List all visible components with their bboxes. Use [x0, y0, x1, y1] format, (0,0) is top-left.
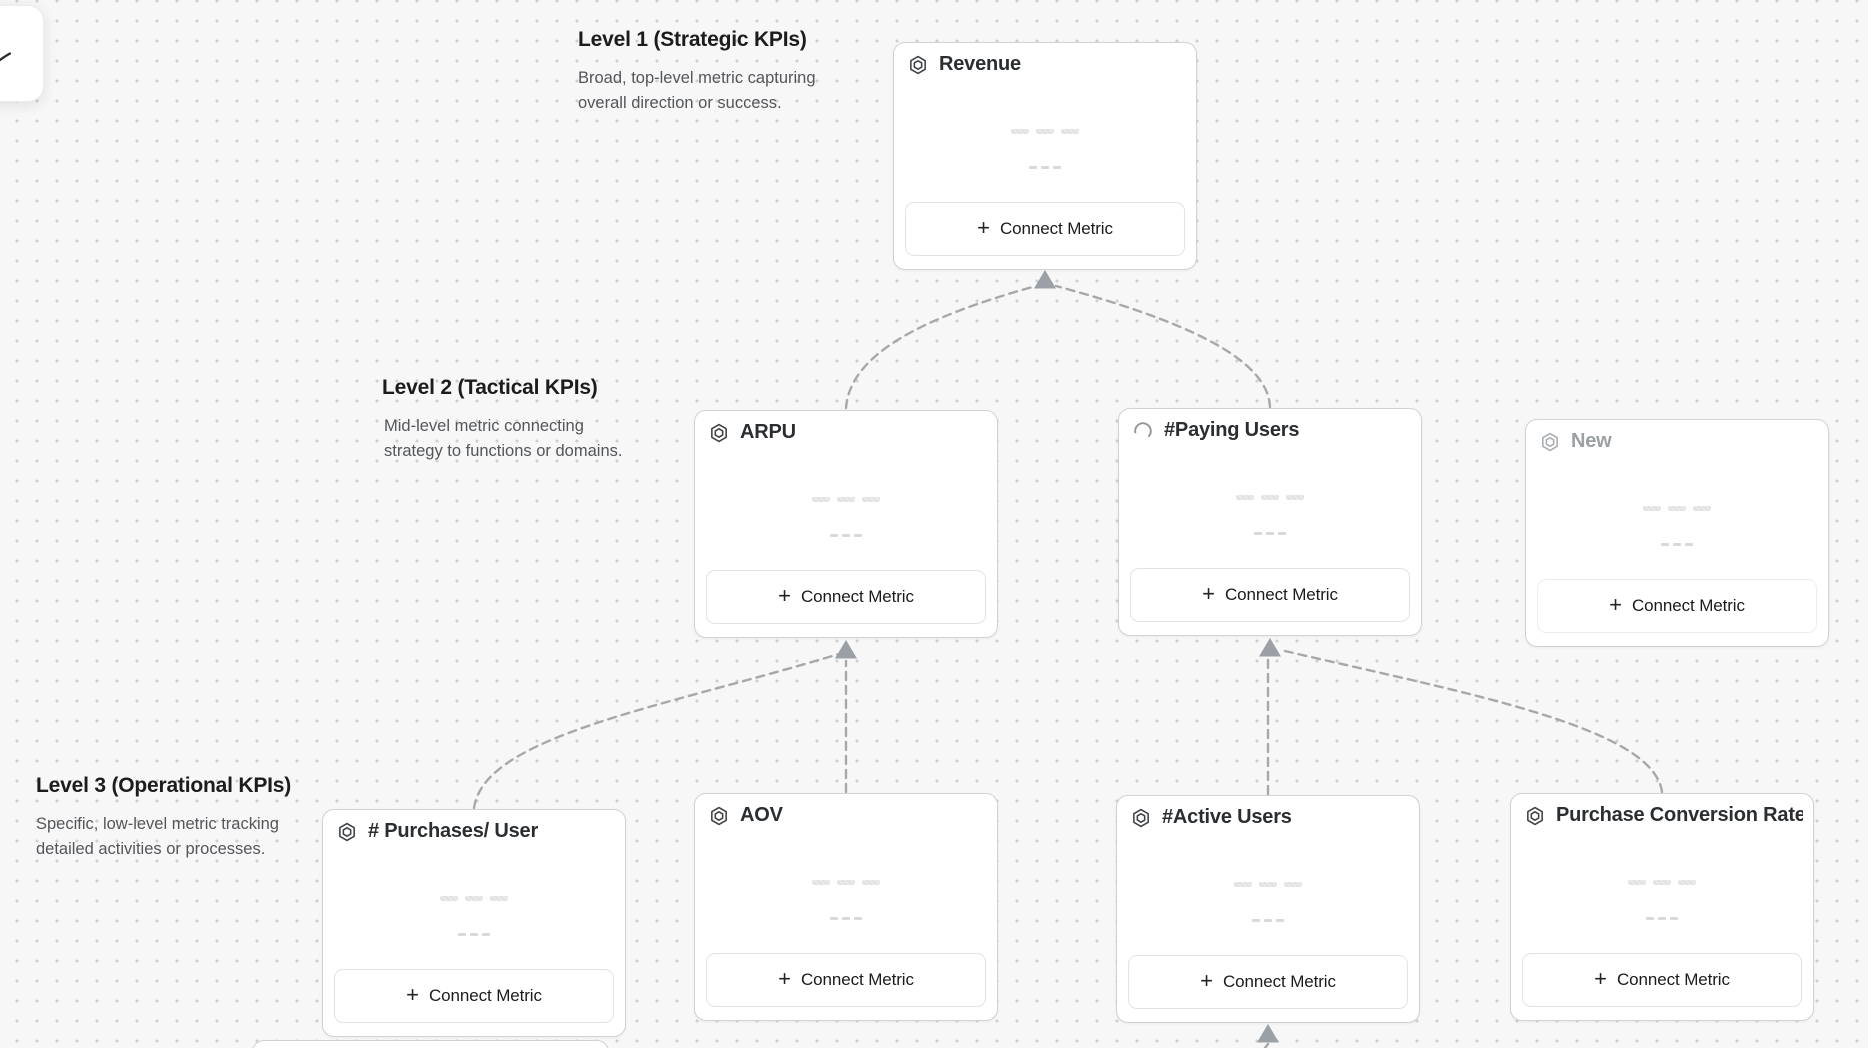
metric-card-purchases-per-user[interactable]: # Purchases/ User + Connect Metric	[322, 809, 626, 1037]
metric-hexagon-icon	[1542, 432, 1558, 451]
plus-icon: +	[778, 966, 791, 991]
connect-metric-label: Connect Metric	[800, 587, 914, 606]
connect-metric-label: Connect Metric	[1224, 585, 1338, 604]
metric-placeholder-dashes	[1526, 543, 1828, 546]
metric-placeholder-bars	[1117, 882, 1419, 887]
spinner-icon	[1134, 421, 1152, 437]
connect-metric-label: Connect Metric	[1222, 972, 1336, 991]
metric-card-partial-bottom[interactable]	[252, 1040, 609, 1048]
section-desc-level-2: Mid-level metric connecting strategy to …	[384, 417, 623, 460]
metric-card-title: #Active Users	[1162, 806, 1292, 828]
section-desc-level-3: Specific, low-level metric tracking deta…	[36, 815, 279, 858]
metric-placeholder-dashes	[1511, 917, 1813, 920]
plus-icon: +	[778, 583, 791, 608]
metric-placeholder-bars	[695, 880, 997, 885]
connect-metric-label: Connect Metric	[800, 970, 914, 989]
section-title-level-3: Level 3 (Operational KPIs)	[36, 774, 292, 797]
plus-icon: +	[1200, 968, 1213, 993]
metric-hexagon-icon	[1133, 808, 1149, 827]
connector-pcr-to-payingusers	[1283, 649, 1664, 794]
metric-card-active-users[interactable]: #Active Users + Connect Metric	[1116, 795, 1420, 1023]
metric-placeholder-dashes	[323, 933, 625, 936]
connect-metric-button[interactable]: + Connect Metric	[334, 969, 614, 1023]
metric-placeholder-dashes	[695, 917, 997, 920]
metric-placeholder-dashes	[894, 166, 1196, 169]
metric-placeholder-bars	[695, 497, 997, 502]
metric-placeholder-dashes	[695, 534, 997, 537]
metric-card-title: Purchase Conversion Rate	[1556, 804, 1803, 826]
arrowhead-payingusers	[1259, 638, 1281, 657]
plus-icon: +	[1594, 966, 1607, 991]
metric-card-aov[interactable]: AOV + Connect Metric	[694, 793, 998, 1021]
metric-hexagon-icon	[711, 806, 727, 825]
connect-metric-label: Connect Metric	[1631, 596, 1745, 615]
arrowhead-arpu	[835, 640, 857, 659]
plus-icon: +	[1202, 581, 1215, 606]
metric-hexagon-icon	[910, 55, 926, 74]
section-title-level-2: Level 2 (Tactical KPIs)	[382, 376, 598, 399]
metric-hexagon-icon	[1527, 806, 1543, 825]
metric-placeholder-bars	[894, 129, 1196, 134]
metric-card-title: # Purchases/ User	[368, 820, 539, 842]
arrowhead-activeusers-bottom	[1257, 1024, 1279, 1043]
metric-placeholder-bars	[323, 896, 625, 901]
connector-stub-below-activeusers	[1263, 1042, 1270, 1048]
connect-metric-label: Connect Metric	[1616, 970, 1730, 989]
metric-placeholder-dashes	[1117, 919, 1419, 922]
metric-card-paying-users[interactable]: #Paying Users + Connect Metric	[1118, 408, 1422, 636]
metric-hexagon-icon	[339, 822, 355, 841]
connector-purchases-to-arpu	[472, 652, 841, 810]
metric-card-title: AOV	[740, 804, 783, 826]
metric-placeholder-dashes	[1119, 532, 1421, 535]
connect-metric-button[interactable]: + Connect Metric	[905, 202, 1185, 256]
connect-metric-button[interactable]: + Connect Metric	[706, 953, 986, 1007]
metric-card-title: New	[1571, 430, 1612, 452]
metric-card-title: ARPU	[740, 421, 796, 443]
plus-icon: +	[406, 982, 419, 1007]
connector-arpu-to-revenue	[844, 284, 1038, 410]
connect-metric-button[interactable]: + Connect Metric	[1522, 953, 1802, 1007]
connect-metric-button[interactable]: + Connect Metric	[1130, 568, 1410, 622]
connect-metric-button[interactable]: + Connect Metric	[706, 570, 986, 624]
metric-card-purchase-conversion-rate[interactable]: Purchase Conversion Rate + Connect Metri…	[1510, 793, 1814, 1021]
metric-placeholder-bars	[1511, 880, 1813, 885]
connect-metric-label: Connect Metric	[999, 219, 1113, 238]
metric-hexagon-icon	[711, 423, 727, 442]
metric-card-revenue[interactable]: Revenue + Connect Metric	[893, 42, 1197, 270]
connect-metric-label: Connect Metric	[428, 986, 542, 1005]
cursor-tool-icon	[0, 52, 12, 62]
plus-icon: +	[1609, 592, 1622, 617]
metric-card-new[interactable]: New + Connect Metric	[1525, 419, 1829, 647]
metric-card-title: Revenue	[939, 53, 1021, 75]
metric-placeholder-bars	[1526, 506, 1828, 511]
section-desc-level-1: Broad, top-level metric capturing overal…	[578, 69, 816, 112]
metric-placeholder-bars	[1119, 495, 1421, 500]
connect-metric-button[interactable]: + Connect Metric	[1537, 579, 1817, 633]
metric-card-arpu[interactable]: ARPU + Connect Metric	[694, 410, 998, 638]
connect-metric-button[interactable]: + Connect Metric	[1128, 955, 1408, 1009]
connector-payingusers-to-revenue	[1054, 284, 1272, 409]
plus-icon: +	[977, 215, 990, 240]
floating-tool-panel[interactable]	[0, 5, 44, 102]
metric-card-title: #Paying Users	[1164, 419, 1300, 441]
section-title-level-1: Level 1 (Strategic KPIs)	[578, 28, 807, 51]
arrowhead-revenue	[1034, 270, 1056, 289]
